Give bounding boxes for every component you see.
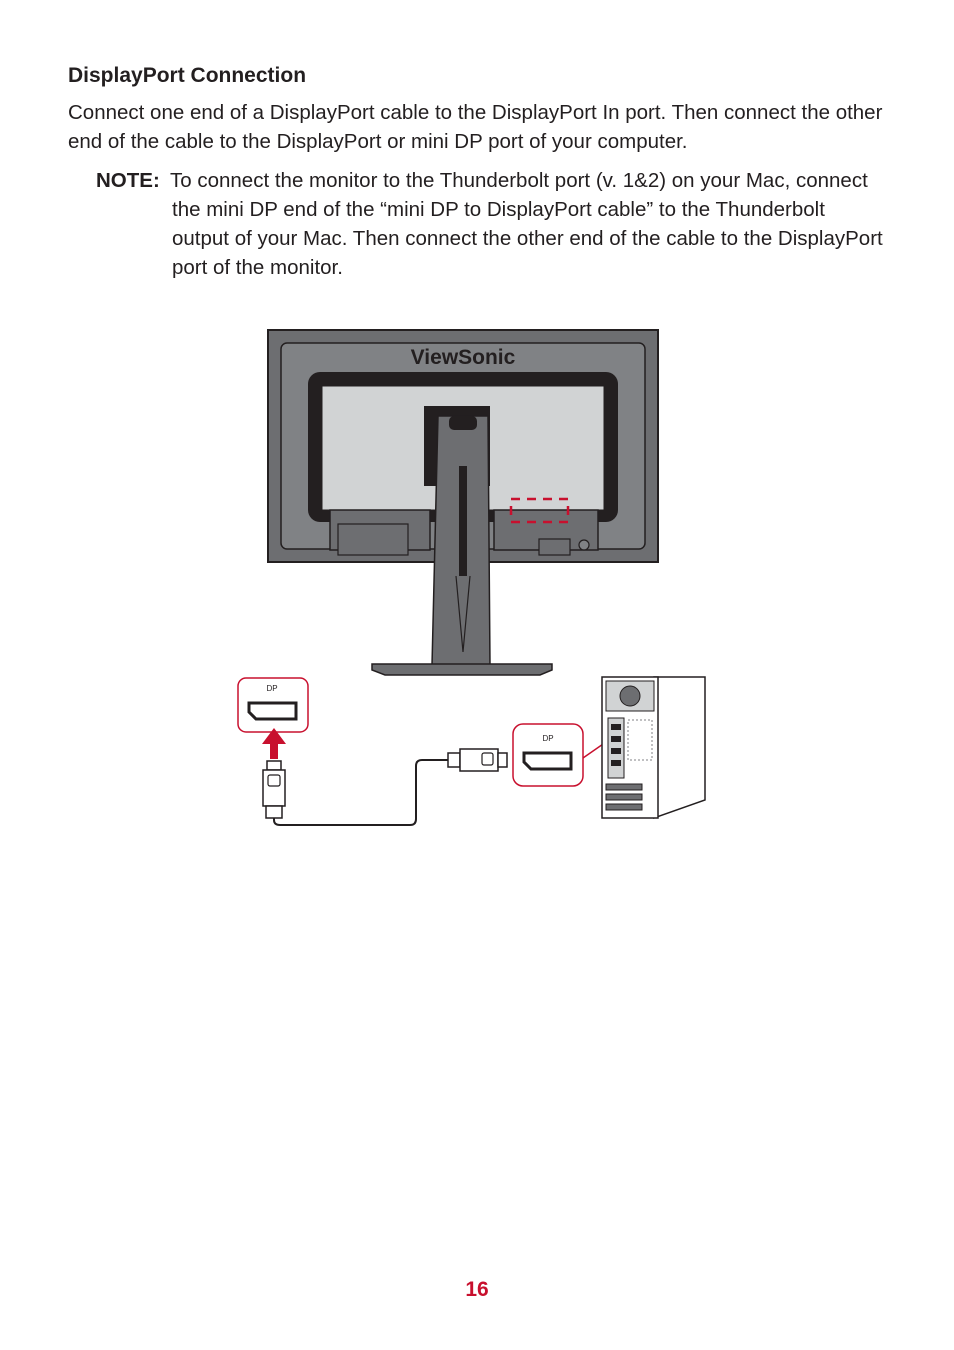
insert-arrow-shaft: [270, 743, 278, 759]
pc-expansion-slot-2: [605, 793, 643, 801]
pc-expansion-slot-1: [605, 783, 643, 791]
note-label: NOTE:: [96, 169, 160, 192]
dp-port-highlight: [509, 497, 570, 524]
stand-fold: [455, 575, 471, 653]
pc-plug-tip: [497, 752, 508, 768]
pc-io-port-4: [611, 760, 621, 766]
pc-dp-label: DP: [542, 734, 553, 743]
page-number: 16: [465, 1278, 489, 1301]
dp-cable: [273, 759, 448, 826]
pc-dp-port-icon: [522, 751, 573, 771]
monitor-plug-tip: [266, 760, 282, 771]
pc-io-port-1: [611, 724, 621, 730]
stand-slot: [459, 466, 467, 576]
connection-diagram: ViewSonic DP: [237, 329, 706, 826]
stand-handle: [449, 416, 477, 430]
insert-arrow-head: [262, 728, 286, 744]
pc-io-port-2: [611, 736, 621, 742]
pc-io-port-3: [611, 748, 621, 754]
note-block: NOTE: To connect the monitor to the Thun…: [96, 166, 886, 282]
power-port-icon: [578, 539, 590, 551]
note-text: To connect the monitor to the Thunderbol…: [170, 169, 883, 279]
stand-base: [371, 663, 553, 676]
pc-tower-side: [653, 676, 706, 820]
monitor-dp-port-icon: [247, 701, 298, 721]
section-title: DisplayPort Connection: [68, 64, 307, 87]
monitor-plug-boot: [265, 805, 283, 819]
monitor-dp-label: DP: [266, 684, 277, 693]
connection-illustration: ViewSonic DP: [0, 300, 954, 860]
pc-psu-fan-icon: [619, 685, 641, 707]
port-cover-left: [337, 523, 409, 556]
port-cover-right: [538, 538, 571, 556]
section-body: Connect one end of a DisplayPort cable t…: [68, 101, 883, 153]
pc-plug-boot: [447, 752, 461, 768]
pc-expansion-slot-3: [605, 803, 643, 811]
brand-logo: ViewSonic: [411, 346, 516, 369]
pc-plug-logo: [481, 752, 494, 766]
monitor-plug-logo: [267, 774, 281, 787]
pc-vent-grille: [627, 719, 653, 761]
